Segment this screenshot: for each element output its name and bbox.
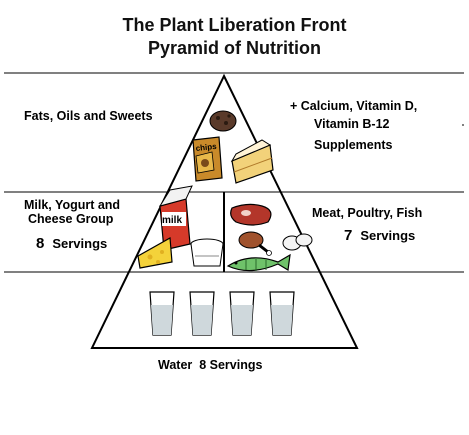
steak-icon (230, 203, 272, 226)
milk-carton-text: milk (162, 215, 182, 226)
dairy-servings-number: 8 (36, 235, 45, 252)
water-glass-icon (189, 291, 215, 336)
supplements-note-line-2: Vitamin B-12 (314, 117, 390, 131)
cookie-icon (209, 110, 237, 132)
yogurt-icon (190, 238, 224, 267)
water-glass-icon (229, 291, 255, 336)
title-line-1: The Plant Liberation Front (122, 15, 347, 35)
cake-slice-icon (230, 139, 274, 184)
water-servings-label: Water 8 Servings (158, 358, 263, 372)
dairy-group-label-line-1: Milk, Yogurt and (24, 198, 121, 212)
fats-oils-sweets-label: Fats, Oils and Sweets (24, 109, 153, 123)
chips-bag-icon (192, 136, 223, 182)
water-glass-icon (269, 291, 295, 336)
milk-carton-icon (158, 185, 193, 251)
fish-icon (226, 253, 291, 272)
meat-servings-number: 7 (344, 227, 353, 244)
dairy-group-label-line-2: Cheese Group (28, 212, 114, 226)
meat-group-label: Meat, Poultry, Fish (312, 206, 423, 220)
chips-bag-text: chips (195, 142, 217, 153)
title-line-2: Pyramid of Nutrition (147, 38, 321, 58)
dairy-servings: 8 Servings (36, 235, 107, 252)
drumstick-icon (238, 231, 272, 256)
meat-servings: 7 Servings (344, 227, 415, 244)
water-glass-icon (149, 291, 175, 336)
supplements-note-line-3: Supplements (314, 138, 393, 152)
pyramid-outline (90, 73, 359, 349)
dairy-servings-word: Servings (52, 236, 108, 251)
cheese-icon (137, 237, 173, 269)
supplements-note-line-1: + Calcium, Vitamin D, (290, 99, 418, 113)
meat-servings-word: Servings (360, 228, 416, 243)
shellfish-icon (282, 233, 313, 251)
